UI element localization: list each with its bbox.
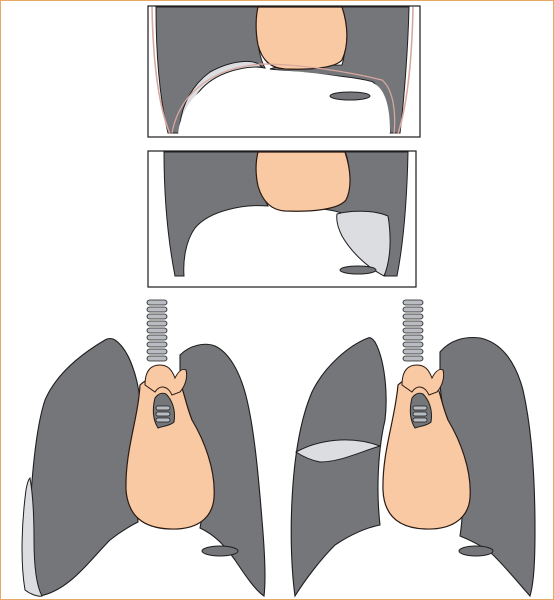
middle-gastric-bubble bbox=[340, 266, 376, 274]
middle-cross-section-panel bbox=[148, 151, 416, 287]
top-heart bbox=[256, 7, 347, 69]
right-chest-gastric-bubble bbox=[459, 546, 493, 556]
left-chest-bronchus-rings bbox=[156, 406, 170, 422]
right-chest-bronchus-rings bbox=[413, 406, 427, 422]
right-chest-lung-a bbox=[291, 338, 386, 596]
left-chest-trachea bbox=[147, 300, 167, 361]
left-chest-gastric-bubble bbox=[202, 546, 238, 556]
right-chest-trachea bbox=[403, 300, 423, 361]
left-chest-diagram bbox=[22, 300, 265, 596]
top-gastric-bubble bbox=[330, 92, 370, 100]
middle-heart bbox=[256, 152, 350, 211]
top-cross-section-panel bbox=[148, 6, 420, 137]
right-chest-diagram bbox=[291, 300, 535, 596]
left-chest-lung-a bbox=[28, 339, 140, 597]
